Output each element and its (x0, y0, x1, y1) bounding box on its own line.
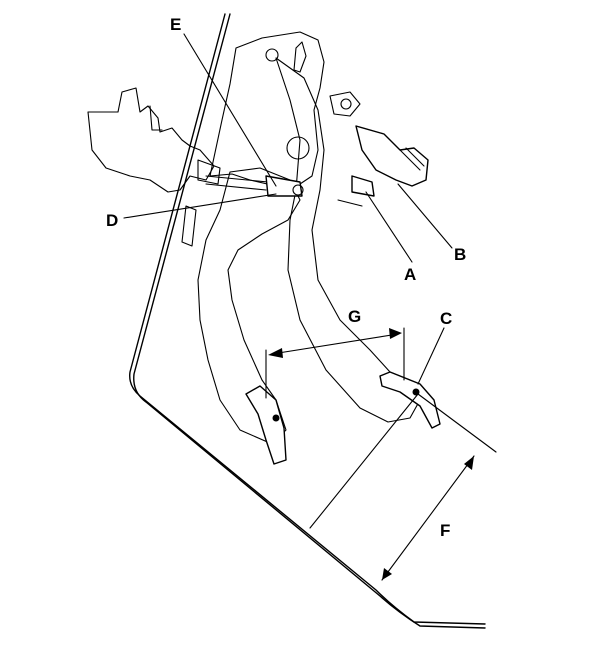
label-c: C (440, 309, 452, 328)
brake-pedal (275, 57, 441, 429)
label-b: B (454, 245, 466, 264)
leader-lines (123, 33, 453, 385)
clutch-pedal-pad (245, 385, 287, 465)
floor-panel-outline (129, 13, 486, 629)
label-g: G (348, 307, 361, 326)
dimension-g (265, 327, 405, 399)
label-f: F (440, 521, 450, 540)
dimension-f (309, 393, 497, 581)
label-e: E (170, 15, 181, 34)
label-a: A (404, 265, 416, 284)
brake-pedal-pad (379, 371, 441, 429)
label-d: D (106, 211, 118, 230)
pushrod-adjuster (205, 175, 304, 197)
clutch-pedal-center-point (272, 414, 280, 422)
brake-switch (337, 125, 429, 207)
pedal-bracket (209, 31, 361, 187)
clutch-pedal (197, 167, 301, 465)
